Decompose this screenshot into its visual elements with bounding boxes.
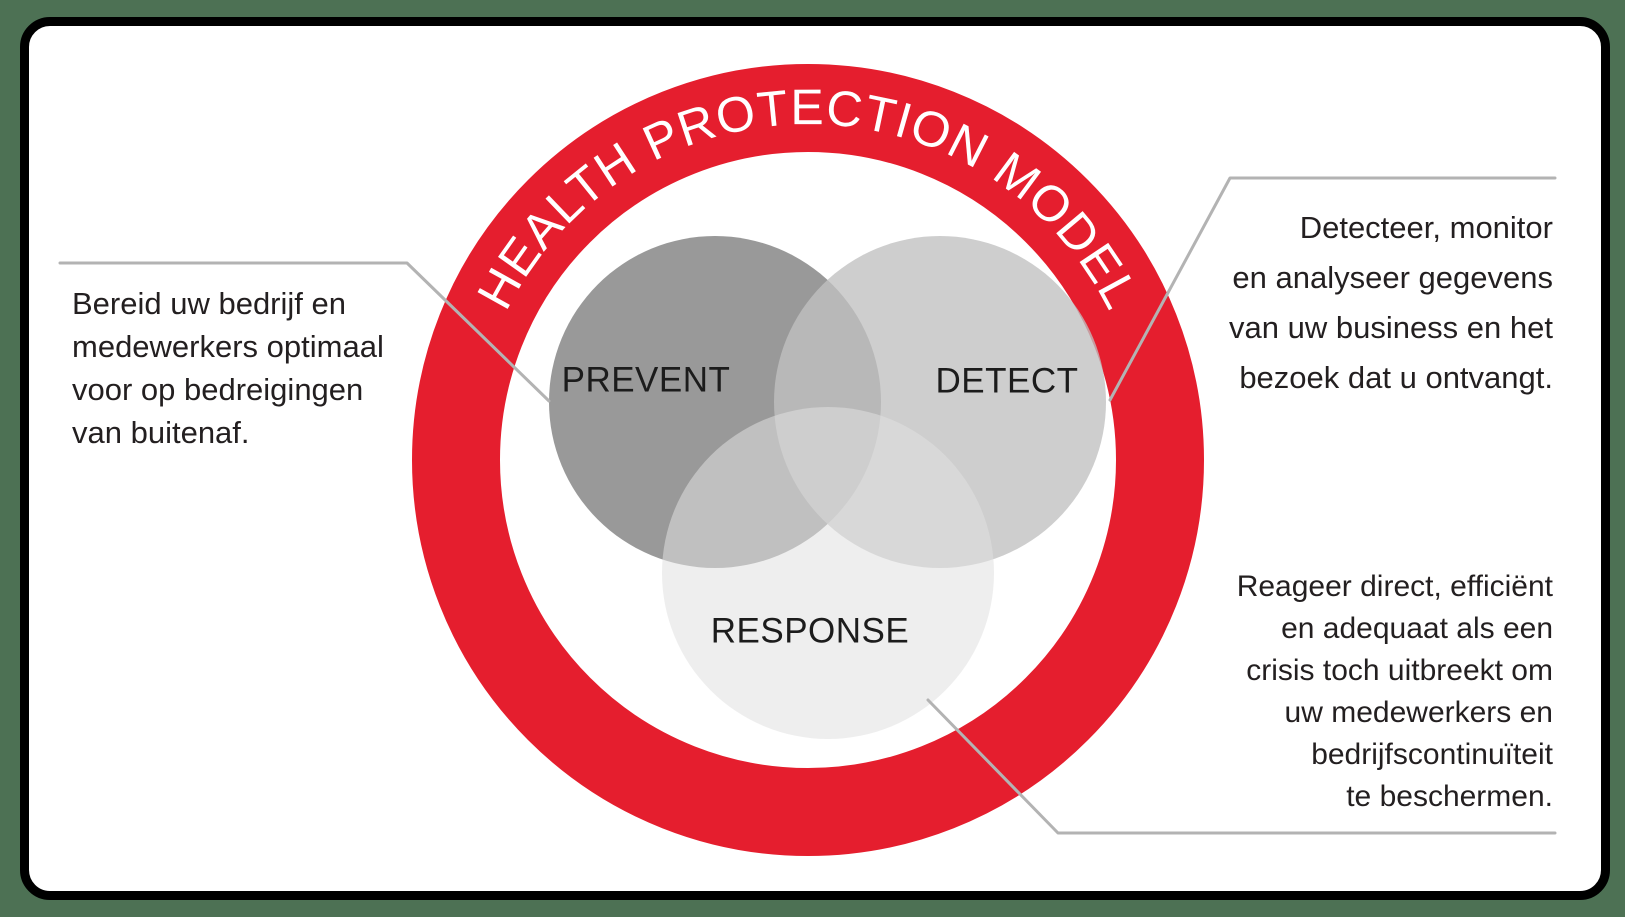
text-line: crisis toch uitbreekt om — [1246, 654, 1553, 687]
callout-lines — [58, 176, 1557, 835]
text-line: te beschermen. — [1346, 780, 1553, 813]
callout-line-top-right — [1108, 176, 1557, 402]
venn-label-detect: DETECT — [936, 362, 1079, 401]
text-line: medewerkers optimaal — [72, 329, 384, 364]
callout-text-detect: Detecteer, monitor en analyseer gegevens… — [1229, 203, 1553, 403]
text-line: van buitenaf. — [72, 415, 250, 450]
text-line: Bereid uw bedrijf en — [72, 286, 346, 321]
venn-diagram — [549, 236, 1106, 739]
text-line: van uw business en het — [1229, 310, 1553, 345]
callout-text-response: Reageer direct, efficiënt en adequaat al… — [1237, 566, 1553, 818]
text-line: en adequaat als een — [1281, 612, 1553, 645]
text-line: bezoek dat u ontvangt. — [1239, 360, 1553, 395]
ring-band — [412, 64, 1204, 856]
callout-line-bottom-right — [926, 698, 1557, 835]
text-line: bedrijfscontinuïteit — [1311, 738, 1553, 771]
text-line: Detecteer, monitor — [1299, 210, 1553, 245]
venn-label-response: RESPONSE — [711, 612, 910, 651]
callout-text-prevent: Bereid uw bedrijf en medewerkers optimaa… — [72, 282, 384, 454]
venn-circle-response — [662, 407, 994, 739]
venn-label-prevent: PREVENT — [562, 361, 731, 400]
text-line: voor op bedreigingen — [72, 372, 364, 407]
text-line: Reageer direct, efficiënt — [1236, 570, 1553, 603]
callout-line-left — [58, 261, 551, 403]
text-line: en analyseer gegevens — [1232, 260, 1553, 295]
text-line: uw medewerkers en — [1284, 696, 1553, 729]
